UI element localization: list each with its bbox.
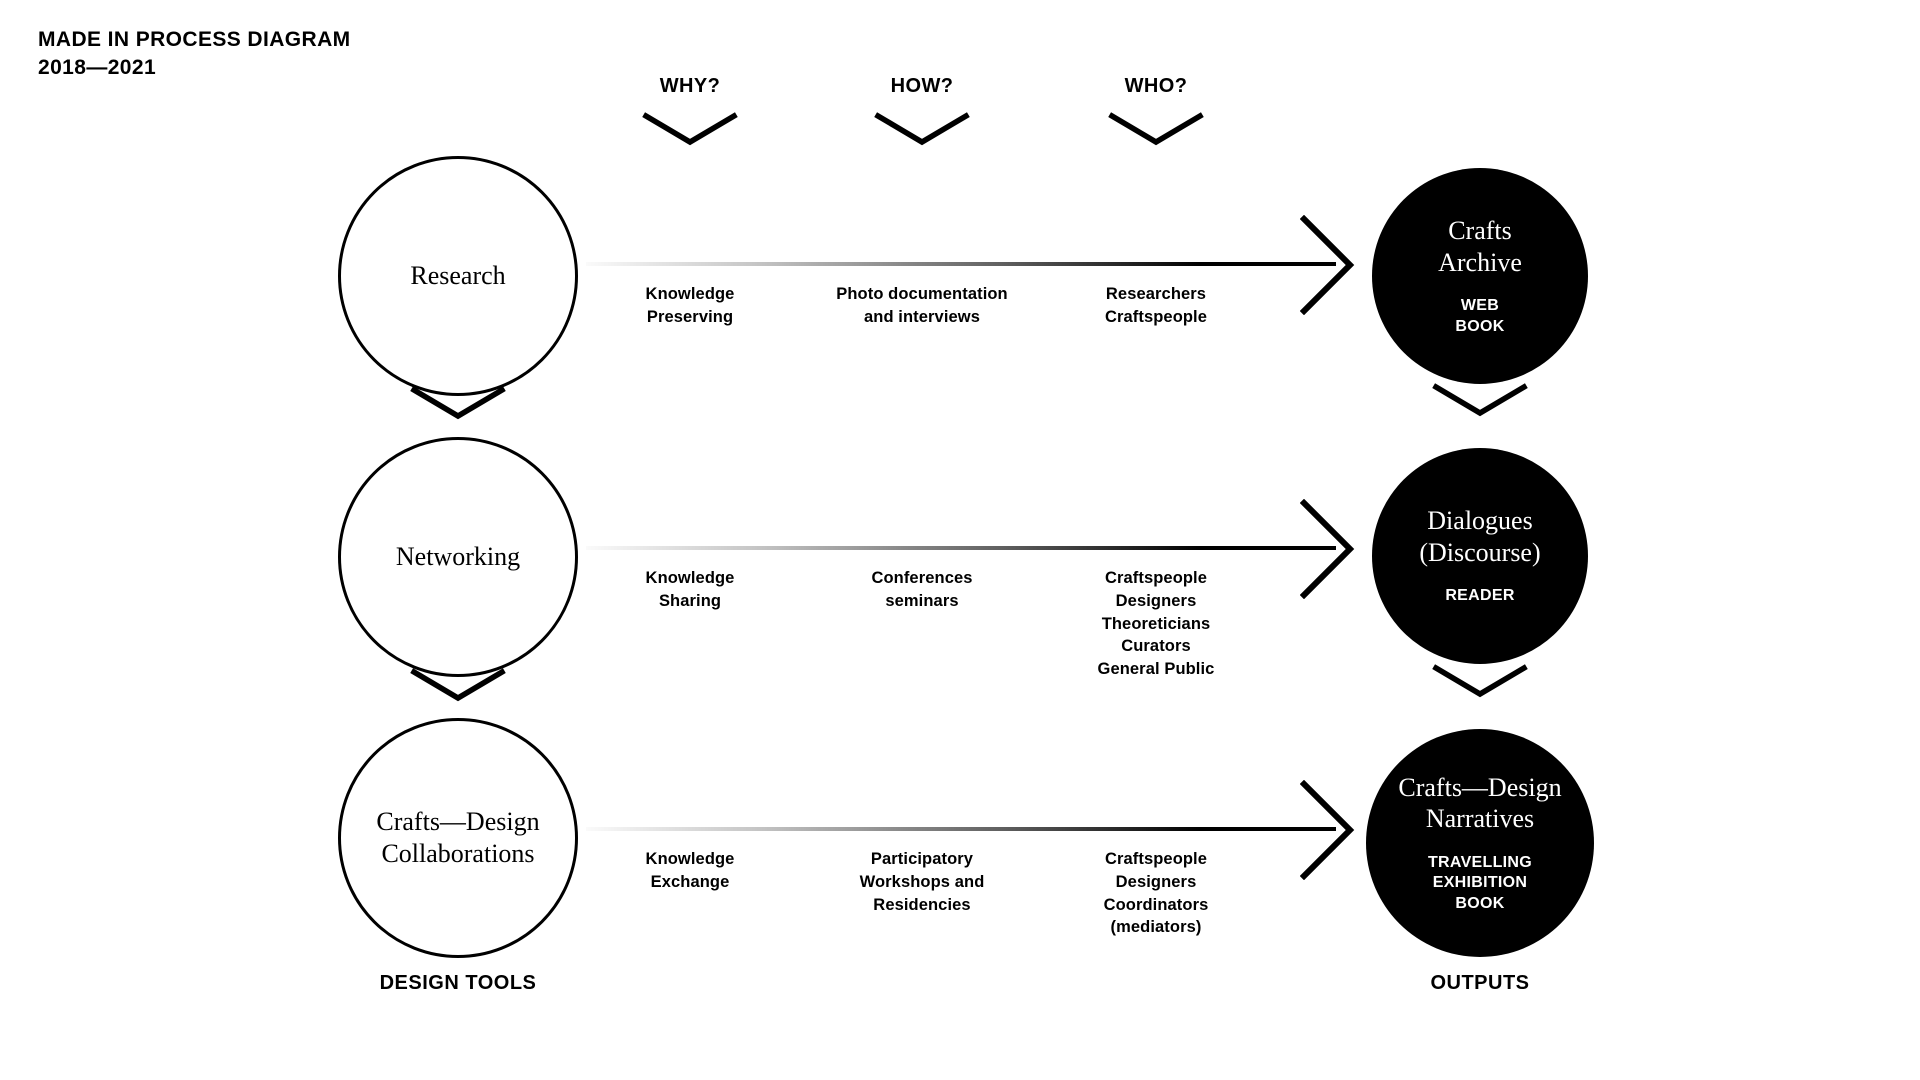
chevron-down-icon [410,386,506,420]
arrow-right-icon [586,546,1336,550]
output-formats: READER [1445,587,1515,605]
cell-who-row1: Researchers Craftspeople [1104,285,1208,326]
column-header-who-label: WHO? [1124,75,1188,97]
title-line-years: 2018—2021 [38,55,157,79]
chevron-down-icon [410,668,506,702]
output-circle-crafts-design-narratives[interactable]: Crafts—Design Narratives TRAVELLING EXHI… [1366,729,1594,957]
output-title: Crafts Archive [1438,215,1522,277]
chevron-down-icon [1432,383,1528,417]
footer-label-design-tools: DESIGN TOOLS [379,972,537,994]
output-circle-dialogues[interactable]: Dialogues (Discourse) READER [1372,448,1588,664]
column-header-how: HOW? [832,75,1012,146]
arrow-right-head-icon [1300,215,1355,315]
output-formats: WEB BOOK [1455,297,1505,335]
title-line-main: MADE IN PROCESS DIAGRAM [38,28,351,51]
cell-why-row2: Knowledge Sharing [645,569,735,610]
design-tool-circle-networking[interactable]: Networking [338,437,578,677]
column-header-how-label: HOW? [890,75,954,97]
cell-who-row3: Craftspeople Designers Coordinators (med… [1103,850,1209,937]
arrow-right-head-icon [1300,499,1355,599]
cell-who-row2: Craftspeople Designers Theoreticians Cur… [1097,569,1215,679]
design-tool-label: Crafts—Design Collaborations [376,807,540,868]
column-header-why-label: WHY? [659,75,721,97]
chevron-down-icon [1432,664,1528,698]
output-formats: TRAVELLING EXHIBITION BOOK [1427,854,1533,912]
output-title: Crafts—Design Narratives [1398,772,1562,834]
column-header-why: WHY? [600,75,780,146]
cell-how-row1: Photo documentation and interviews [836,285,1008,326]
cell-how-row3: Participatory Workshops and Residencies [859,850,985,914]
design-tool-circle-research[interactable]: Research [338,156,578,396]
cell-why-row1: Knowledge Preserving [645,285,735,326]
chevron-down-icon [1108,112,1204,146]
column-header-who: WHO? [1066,75,1246,146]
output-circle-crafts-archive[interactable]: Crafts Archive WEB BOOK [1372,168,1588,384]
cell-why-row3: Knowledge Exchange [645,850,735,891]
chevron-down-icon [642,112,738,146]
arrow-right-head-icon [1300,780,1355,880]
design-tool-label: Networking [395,542,521,572]
design-tool-label: Research [410,261,506,291]
arrow-right-icon [586,827,1336,831]
design-tool-circle-crafts-design-collaborations[interactable]: Crafts—Design Collaborations [338,718,578,958]
page-title: MADE IN PROCESS DIAGRAM 2018—2021 [38,26,351,82]
output-title: Dialogues (Discourse) [1419,506,1541,567]
chevron-down-icon [874,112,970,146]
arrow-right-icon [586,262,1336,266]
cell-how-row2: Conferences seminars [871,569,973,610]
footer-label-outputs: OUTPUTS [1430,972,1530,994]
